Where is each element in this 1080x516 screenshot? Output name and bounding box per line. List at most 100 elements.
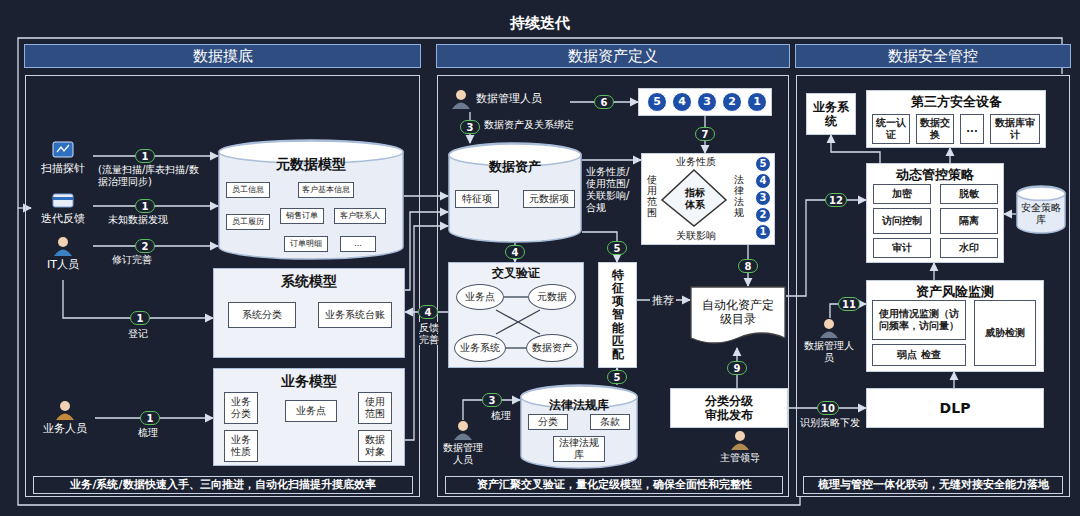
feedback-stripe xyxy=(53,197,73,200)
node-text: 数据资产 xyxy=(532,342,572,354)
person-head xyxy=(60,401,70,411)
person-icon xyxy=(54,400,76,420)
node-text: 关联影响 xyxy=(666,230,726,242)
node-text: 销售订单 xyxy=(286,211,318,221)
cylinder-top xyxy=(1017,187,1065,200)
note-text: 识别策略下发 xyxy=(800,417,864,429)
node-text: 系统模型 xyxy=(214,273,404,290)
label-text: 数据资产及关系绑定 xyxy=(484,119,574,130)
connector xyxy=(496,310,540,334)
section-panel: 数据摸底扫描探针迭代反馈IT人员元数据模型员工信息客户基本信息员工履历销售订单客… xyxy=(25,75,420,497)
node-text: 业务系统 xyxy=(809,100,853,129)
node-text: 数据管理人员 xyxy=(440,442,486,466)
item-box: 访问控制 xyxy=(873,208,931,234)
node-text: 系统分类 xyxy=(242,309,282,321)
node-text: 隔离 xyxy=(959,215,979,227)
connector xyxy=(949,148,950,163)
note-text: 数据资产及关系绑定 xyxy=(484,119,584,131)
label-text: 梳理 xyxy=(138,427,158,438)
node-text: 条款 xyxy=(600,416,620,428)
node-text: 法律法规库 xyxy=(556,437,602,461)
loop-title: 持续迭代 xyxy=(500,14,580,32)
node-text: 资产风险监测 xyxy=(867,284,1043,300)
process-box: DLP xyxy=(866,388,1044,428)
node-text: 业务性质 xyxy=(227,434,255,458)
actor-icon: 扫描探针 xyxy=(33,140,93,180)
node-text: 梳理与管控一体化联动，无缝对接安全能力落地 xyxy=(818,478,1049,491)
node-text: 主管领导 xyxy=(720,452,760,464)
label-text: 修订完善 xyxy=(112,254,152,265)
node-text: 数据交换 xyxy=(919,117,951,141)
person-head xyxy=(824,319,834,329)
node-text: 1 xyxy=(755,224,771,240)
item-box: 元数据项 xyxy=(523,190,575,208)
connector xyxy=(953,372,954,388)
callout-number: 8 xyxy=(738,259,758,273)
item-box: 脱敏 xyxy=(940,184,998,204)
actor-icon: 数据管理人员 xyxy=(440,420,486,470)
node-text: 数据对象 xyxy=(361,434,389,458)
document-body xyxy=(691,287,785,343)
item-box: 数据对象 xyxy=(358,430,392,462)
entity-oval: 业务系统 xyxy=(454,334,506,362)
person-body xyxy=(54,250,72,257)
callout-number: 9 xyxy=(727,361,747,375)
item-box: 销售订单 xyxy=(280,208,324,224)
node-text: 3 xyxy=(697,92,717,112)
item-box: 客户联系人 xyxy=(334,208,386,224)
item-box: 水印 xyxy=(940,238,998,258)
node-text: 自动化资产定级目录 xyxy=(702,298,774,327)
node-text: 数据管理人员 xyxy=(800,340,858,364)
node-text: 数据摸底 xyxy=(24,44,421,68)
entity-oval: 元数据 xyxy=(528,284,576,310)
section-panel: 数据资产定义数据管理人员54321数据资产特征项元数据项业务性质使用范围指标体系… xyxy=(437,75,789,497)
indicator-matrix: 业务性质使用范围指标体系法律法规关联影响54321 xyxy=(641,153,775,245)
callout-number: 4 xyxy=(505,245,525,259)
label-text: 识别策略下发 xyxy=(800,417,860,428)
node-text: ... xyxy=(354,239,362,249)
callout-number: 3 xyxy=(482,393,502,407)
node-text: 特征项智能匹配 xyxy=(612,269,624,361)
person-icon xyxy=(729,430,751,450)
process-box: 分类分级审批发布 xyxy=(670,388,788,428)
callout-number: 5 xyxy=(607,241,627,255)
person-head xyxy=(735,431,745,441)
node-text: 业务点 xyxy=(296,405,326,417)
node-text: 业务系统台账 xyxy=(325,309,385,321)
callout-number: 1 xyxy=(140,411,160,425)
person-head xyxy=(58,237,68,247)
connector xyxy=(933,263,934,280)
database-cylinder: 法律法规库分类条款法律法规库 xyxy=(520,385,638,469)
connector xyxy=(405,226,448,440)
callout-number: 7 xyxy=(695,127,715,141)
node-text: 5 xyxy=(755,156,771,172)
probe-wave xyxy=(57,145,69,152)
item-box: 条款 xyxy=(590,414,630,430)
label-text: 持续迭代 xyxy=(510,14,570,32)
node-text: IT人员 xyxy=(47,258,79,271)
node-text: DLP xyxy=(940,400,971,417)
item-box: ... xyxy=(340,236,376,252)
label-text: 未知数据发现 xyxy=(108,214,168,225)
actor-icon: 迭代反馈 xyxy=(33,190,93,228)
callout-number: 1 xyxy=(135,149,155,163)
node-text: 数据资产 xyxy=(448,159,582,175)
callout-number: 6 xyxy=(594,95,614,109)
actor-icon: 主管领导 xyxy=(710,430,770,472)
callout-number: 12 xyxy=(825,193,847,207)
item-box: 业务性质 xyxy=(224,430,258,462)
person-body xyxy=(454,434,472,441)
person-body xyxy=(820,332,838,339)
person-icon xyxy=(450,89,472,109)
probe-screen xyxy=(53,142,73,157)
caption-box: 业务/系统/数据快速入手、三向推进，自动化扫描提升摸底效率 xyxy=(33,476,413,494)
item-box: 员工履历 xyxy=(226,214,270,230)
node-text: 订单明细 xyxy=(290,239,322,249)
connector xyxy=(582,159,641,160)
note-text: 登记 xyxy=(128,328,158,340)
node-text: 统一认证 xyxy=(875,117,907,141)
cross-check-ground xyxy=(448,262,584,368)
connector xyxy=(405,212,448,290)
